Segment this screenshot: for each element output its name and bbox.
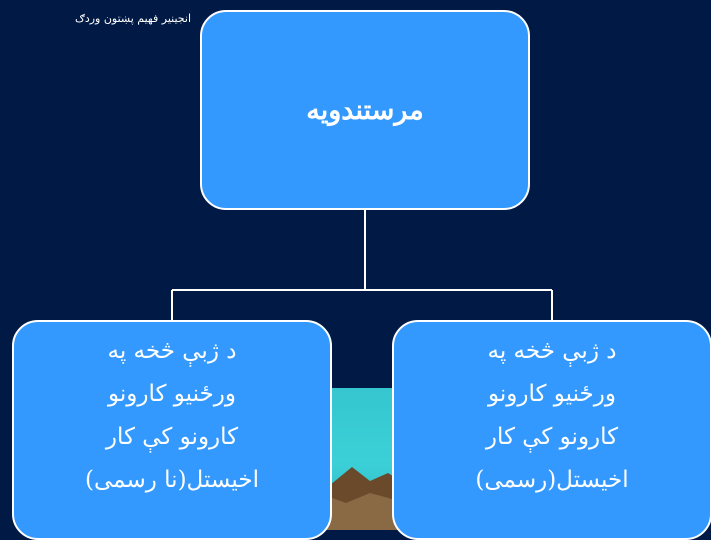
root-label: مرستندویه — [306, 94, 424, 126]
root-node: مرستندویه — [200, 10, 530, 210]
child-line: اخیستل(رسمی) — [475, 467, 629, 493]
child-node-informal: د ژبې څخه په ورځنیو کارونو کارونو کې کار… — [12, 320, 332, 540]
child-line: اخیستل(نا رسمی) — [85, 467, 259, 493]
child-line: کارونو کې کار — [105, 424, 239, 450]
child-line: کارونو کې کار — [485, 424, 619, 450]
child-line: ورځنیو کارونو — [108, 381, 236, 407]
author-caption: انجینیر فهیم پښتون وردګ — [74, 12, 191, 25]
child-line: د ژبې څخه په — [487, 338, 617, 364]
child-line: ورځنیو کارونو — [488, 381, 616, 407]
child-node-formal: د ژبې څخه په ورځنیو کارونو کارونو کې کار… — [392, 320, 711, 540]
child-line: د ژبې څخه په — [107, 338, 237, 364]
